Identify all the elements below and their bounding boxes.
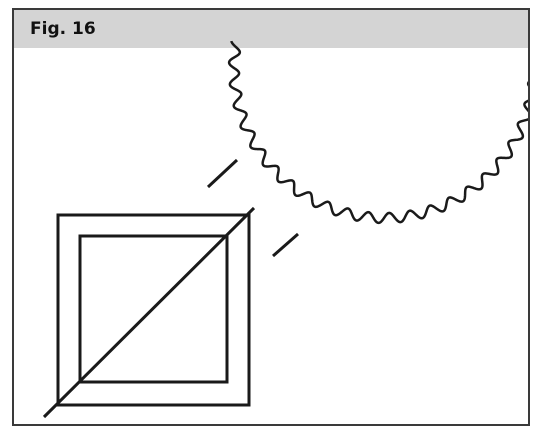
figure-frame: Fig. 16 [12, 8, 530, 426]
inner-square [78, 234, 229, 384]
guide-line-lower [272, 232, 299, 258]
saw-blade [227, 40, 528, 225]
outer-square [56, 213, 251, 407]
figure-header: Fig. 16 [14, 10, 528, 48]
figure-label: Fig. 16 [30, 19, 96, 39]
diagram-canvas [42, 40, 528, 419]
diagonal-line [42, 206, 256, 419]
guide-line-upper [206, 158, 239, 189]
